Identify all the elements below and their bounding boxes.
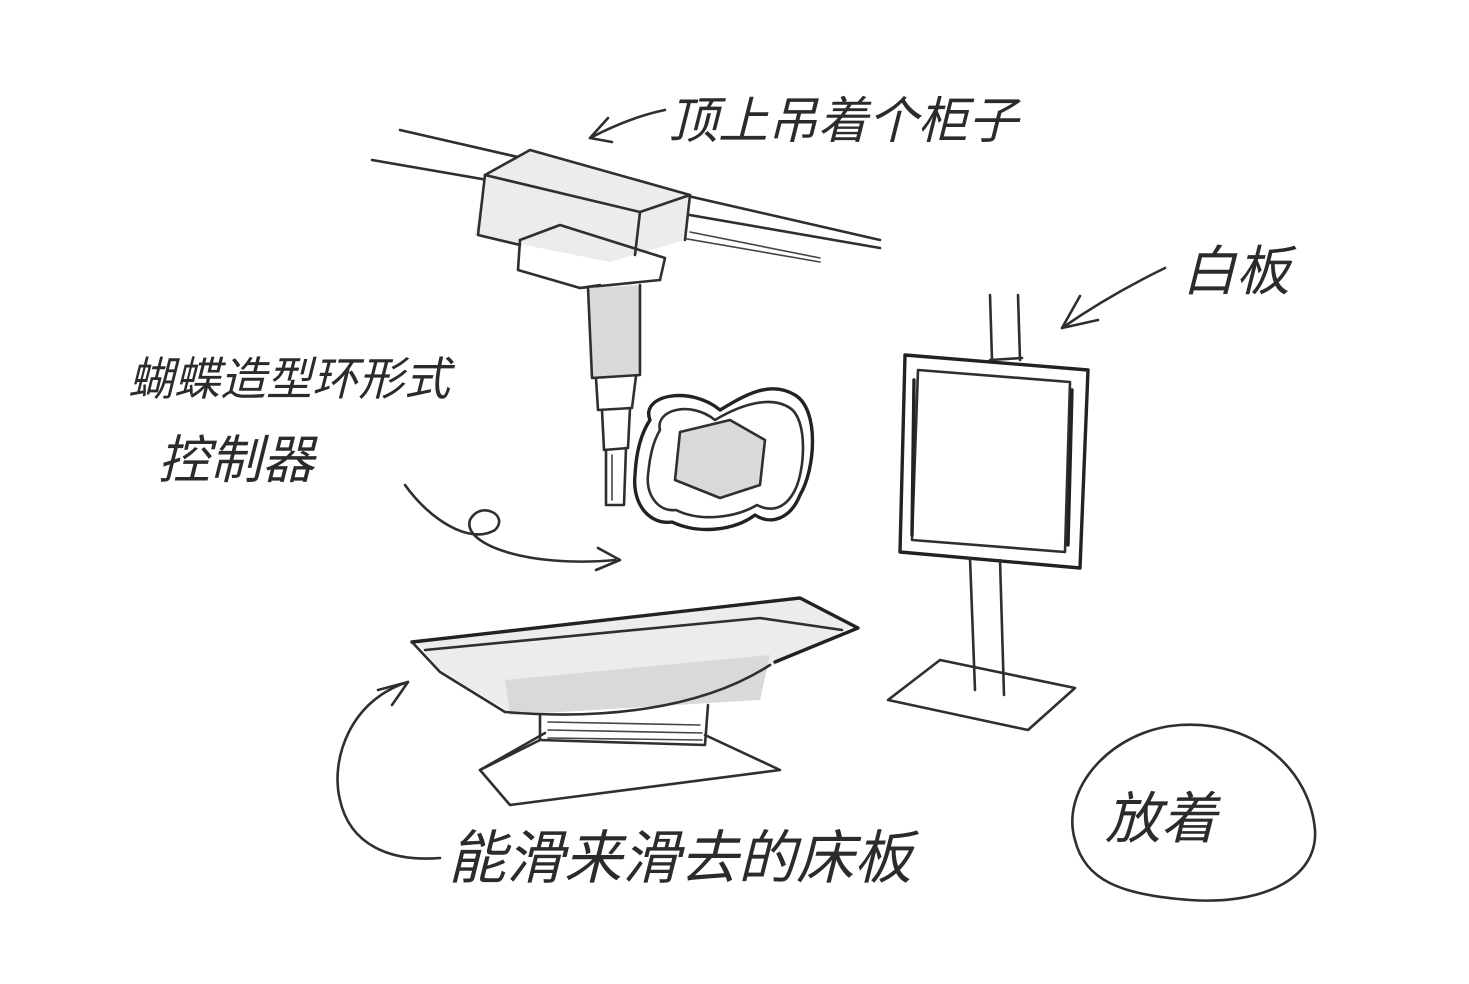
controller-label-line1: 蝴蝶造型环形式 [128,352,456,406]
put-down-bubble [1071,723,1317,902]
sliding-bed [410,596,860,807]
put-down-label: 放着 [1105,787,1221,852]
arrow-controller [403,483,622,572]
telescopic-arm [586,283,642,507]
arrow-ceiling [588,108,667,144]
arrow-bed [336,680,442,860]
flat-panel-stand [886,293,1090,732]
arrow-panel [1060,266,1167,330]
ceiling-cabinet [475,148,692,290]
ceiling-cabinet-label: 顶上吊着个柜子 [668,92,1021,150]
bed-board-label: 能滑来滑去的床板 [448,824,919,892]
butterfly-controller [633,387,815,532]
panel-label: 白板 [1182,240,1297,303]
controller-label-line2: 控制器 [158,431,318,491]
